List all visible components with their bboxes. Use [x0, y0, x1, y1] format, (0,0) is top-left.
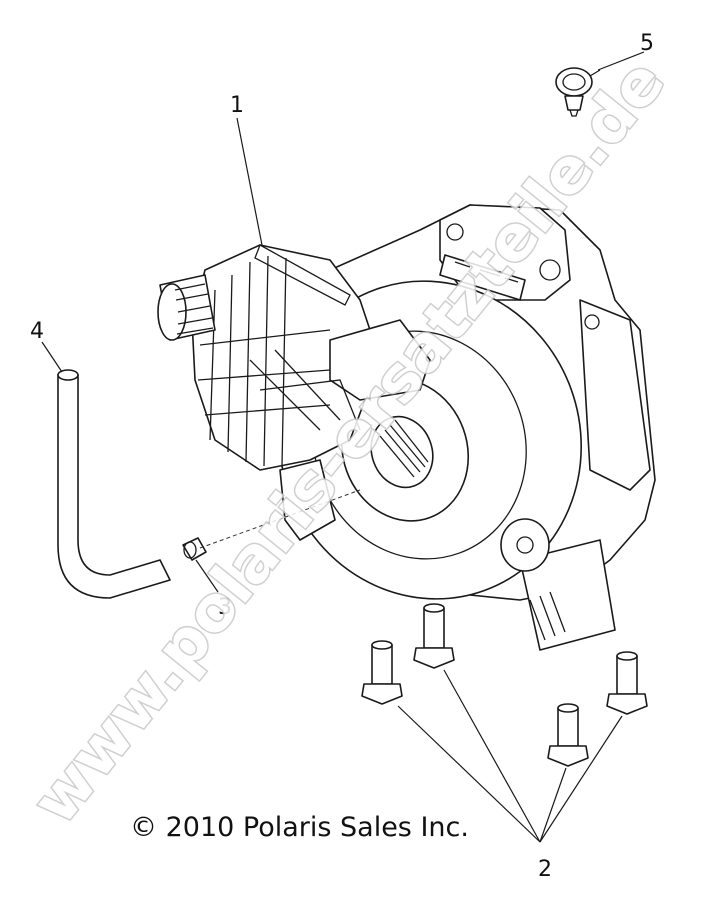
- bolt-4: [547, 703, 589, 767]
- leader-2c: [539, 767, 567, 843]
- bushing-part-3: [182, 537, 207, 561]
- clamp-part-5: [555, 67, 601, 117]
- bolt-2: [361, 640, 403, 705]
- leader-2d: [539, 715, 623, 843]
- bolt-1: [413, 603, 455, 669]
- gearcase-assembly: [157, 204, 656, 651]
- assembly-line-3: [199, 489, 361, 549]
- vent-hose-part-4: [57, 374, 171, 599]
- callout-5: 5: [640, 31, 654, 56]
- callout-3: 3: [218, 595, 232, 620]
- leader-3: [195, 559, 219, 593]
- leader-2a: [397, 705, 541, 843]
- callout-4: 4: [30, 319, 44, 344]
- leader-2b: [443, 669, 541, 843]
- copyright-text: © 2010 Polaris Sales Inc.: [130, 812, 469, 843]
- callout-2: 2: [538, 857, 552, 882]
- bolt-3: [606, 651, 648, 715]
- leader-4: [41, 341, 63, 373]
- leader-5: [597, 51, 645, 71]
- leader-1: [236, 117, 263, 246]
- callout-1: 1: [230, 93, 244, 118]
